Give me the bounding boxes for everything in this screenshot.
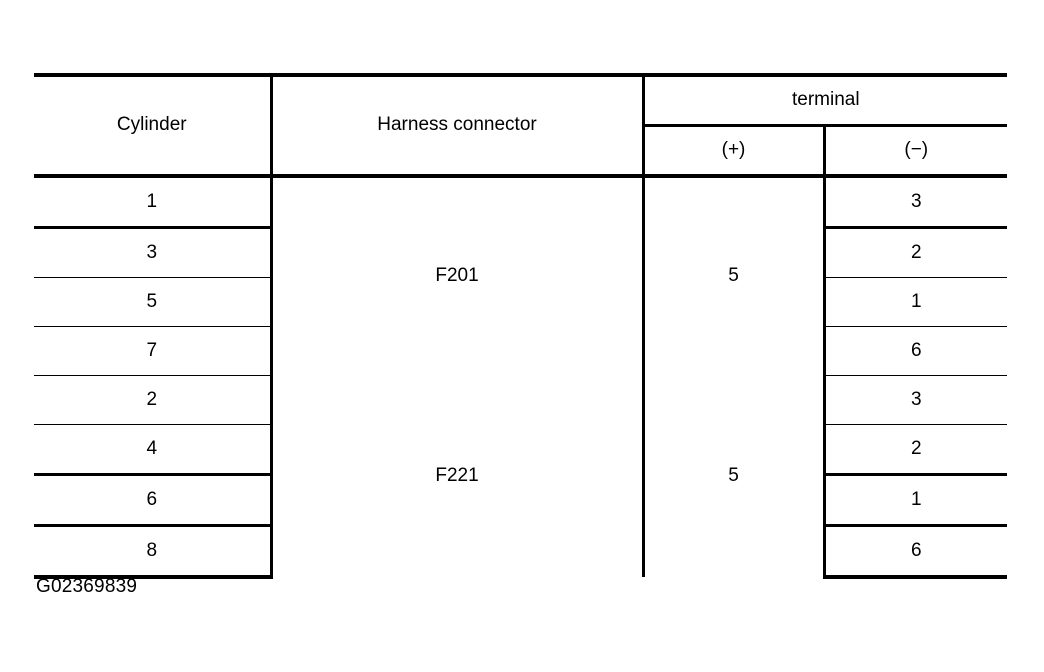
column-header-terminal-negative: (−) [824, 125, 1008, 178]
cell-terminal-negative: 1 [824, 474, 1008, 527]
spec-table-container: Cylinder Harness connector terminal (+) … [34, 73, 1008, 579]
figure-caption: G02369839 [36, 576, 138, 597]
cell-cylinder: 8 [34, 525, 273, 579]
column-header-terminal-positive: (+) [643, 125, 826, 178]
cell-terminal-negative: 3 [824, 176, 1008, 229]
cell-terminal-negative: 6 [824, 525, 1008, 579]
header-row-secondary: (+) (−) [34, 125, 1008, 178]
header-row-primary: Cylinder Harness connector terminal [34, 73, 1008, 178]
cylinder-harness-terminal-table: Cylinder Harness connector terminal (+) … [34, 73, 1008, 579]
table-row: 6 1 [34, 474, 1008, 527]
cell-terminal-negative: 1 [824, 277, 1008, 327]
table-row: 8 6 [34, 525, 1008, 579]
cell-terminal-negative: 3 [824, 375, 1008, 425]
column-header-harness-connector: Harness connector [271, 73, 645, 178]
cell-terminal-positive: 5 [643, 375, 826, 577]
cell-cylinder: 7 [34, 326, 273, 376]
table-row: 5 1 [34, 277, 1008, 327]
cell-cylinder: 6 [34, 474, 273, 527]
cell-cylinder: 4 [34, 424, 273, 476]
table-row: 2 F221 5 3 [34, 375, 1008, 577]
column-header-cylinder: Cylinder [34, 73, 273, 178]
cell-terminal-positive: 5 [643, 176, 826, 376]
cell-terminal-negative: 2 [824, 424, 1008, 476]
table-body: 1 F201 5 3 3 2 5 1 7 6 [34, 176, 1008, 579]
column-header-terminal: terminal [643, 73, 1008, 127]
table-header: Cylinder Harness connector terminal (+) … [34, 73, 1008, 178]
cell-cylinder: 3 [34, 227, 273, 278]
cell-harness-connector: F201 [271, 176, 645, 376]
table-row: 7 6 [34, 326, 1008, 376]
table-row: 3 2 [34, 227, 1008, 278]
cell-harness-connector: F221 [271, 375, 645, 577]
table-row: 4 2 [34, 424, 1008, 476]
cell-cylinder: 2 [34, 375, 273, 425]
cell-cylinder: 5 [34, 277, 273, 327]
cell-cylinder: 1 [34, 176, 273, 229]
cell-terminal-negative: 6 [824, 326, 1008, 376]
cell-terminal-negative: 2 [824, 227, 1008, 278]
table-row: 1 F201 5 3 [34, 176, 1008, 376]
